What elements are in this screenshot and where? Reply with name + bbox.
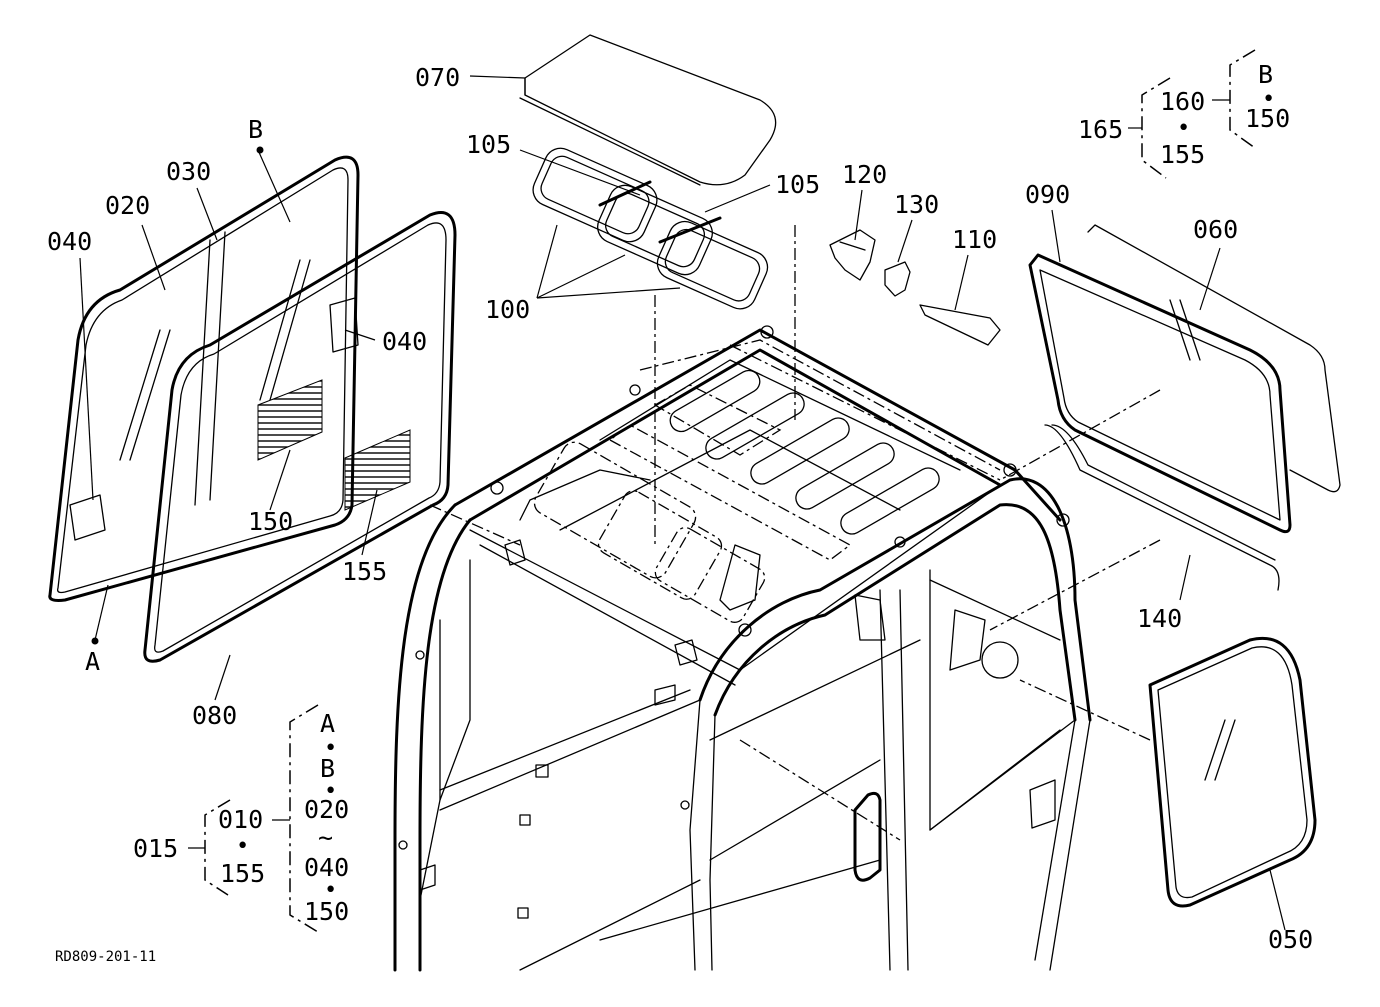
group-bl-inner-last: 155 [220,859,265,888]
diagram-code: RD809-201-11 [55,949,156,965]
bracket-group-bottom-left [188,704,319,933]
label-030: 030 [166,157,211,186]
label-140: 140 [1137,604,1182,633]
left-side-glass-020 [48,155,360,602]
left-sliding-glass-080 [143,211,457,663]
group-bl-col-3: • [324,779,337,804]
label-100: 100 [485,295,530,324]
label-A-left: A [85,647,100,676]
front-glass-050 [1148,636,1317,908]
right-glass-090-060 [1028,224,1341,591]
label-060: 060 [1193,215,1238,244]
label-B-left: B [248,115,263,144]
label-050: 050 [1268,925,1313,954]
group-tr-inner-last: 155 [1160,140,1205,169]
label-090: 090 [1025,180,1070,209]
group-tr-sub-first: B [1258,60,1273,89]
label-080: 080 [192,701,237,730]
group-tr-sub-last: 150 [1245,104,1290,133]
label-070: 070 [415,63,460,92]
label-150: 150 [248,507,293,536]
label-120: 120 [842,160,887,189]
cab-frame [393,325,1092,972]
part-labels: 070 105 105 100 120 130 110 090 060 B 03… [47,60,1313,965]
label-040-b: 040 [382,327,427,356]
bracket-group-top-right [1128,49,1256,179]
group-bl-col-0: A [320,709,335,738]
label-155: 155 [342,557,387,586]
group-tr-inner-sep: • [1177,116,1190,141]
label-020: 020 [105,191,150,220]
group-bl-col-8: 150 [304,897,349,926]
group-bl-col-2: B [320,754,335,783]
label-040-a: 040 [47,227,92,256]
group-bl-outer: 015 [133,834,178,863]
group-tr-inner-first: 160 [1160,87,1205,116]
label-105-a: 105 [466,130,511,159]
label-105-b: 105 [775,170,820,199]
latch-parts [829,229,1001,346]
group-bl-col-7: • [324,878,337,903]
group-tr-outer: 165 [1078,115,1123,144]
group-tr-sub-sep: • [1262,87,1275,112]
group-bl-col-1: • [324,736,337,761]
group-bl-col-4: 020 [304,795,349,824]
label-130: 130 [894,190,939,219]
group-bl-inner-sep: • [236,834,249,859]
group-bl-col-5: ~ [318,823,333,852]
group-bl-inner-first: 010 [218,805,263,834]
roof-seals-100 [532,147,769,310]
group-bl-col-6: 040 [304,853,349,882]
label-110: 110 [952,225,997,254]
leader-lines [79,75,1286,931]
roof-glass-070 [519,34,777,186]
